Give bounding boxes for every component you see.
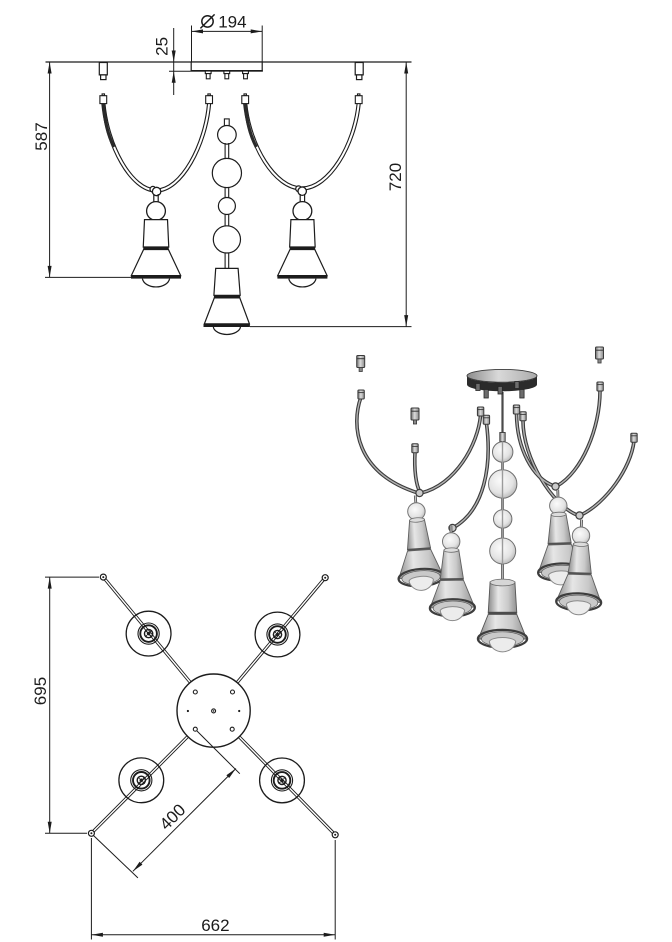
- svg-text:662: 662: [201, 916, 229, 935]
- svg-text:695: 695: [31, 677, 50, 705]
- svg-text:25: 25: [152, 37, 171, 56]
- svg-text:194: 194: [218, 12, 246, 31]
- svg-text:720: 720: [386, 163, 405, 191]
- svg-text:587: 587: [32, 122, 51, 150]
